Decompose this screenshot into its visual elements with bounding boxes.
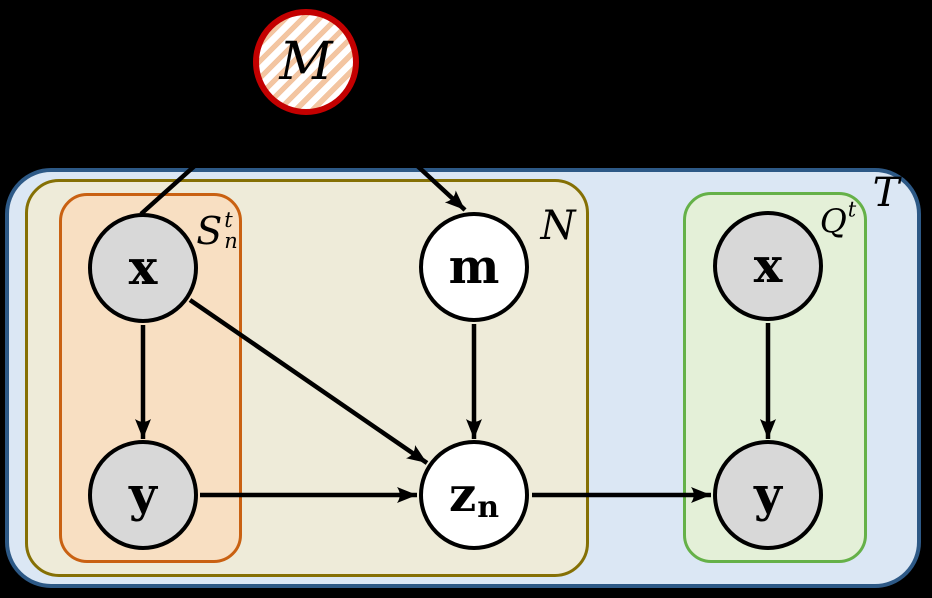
- node-y-left-label: y: [129, 467, 157, 523]
- plate-label-T: T: [873, 173, 900, 213]
- plate-S-supsub: t n: [224, 210, 238, 252]
- plate-S-letter: S: [196, 209, 223, 253]
- plate-S-sub: n: [224, 229, 238, 253]
- node-y-left: y: [88, 440, 198, 550]
- node-m-label: m: [448, 239, 500, 295]
- plate-Q-sup: t: [847, 197, 857, 222]
- plate-S-sup: t: [224, 208, 233, 232]
- plate-T-letter: T: [872, 170, 900, 216]
- node-y-right: y: [713, 440, 823, 550]
- plate-Q-letter: Q: [819, 201, 847, 241]
- node-x-right-label: x: [753, 238, 783, 294]
- node-y-right-label: y: [754, 467, 782, 523]
- node-x-left-label: x: [128, 240, 158, 296]
- node-m: m: [419, 212, 529, 322]
- plate-N-letter: N: [540, 203, 576, 249]
- node-x-left: x: [88, 213, 198, 323]
- node-x-right: x: [713, 211, 823, 321]
- plate-label-S: S t n: [196, 210, 238, 252]
- node-M-label: M: [279, 32, 333, 92]
- node-M: M: [253, 9, 359, 115]
- node-z: z n: [419, 440, 529, 550]
- node-z-label: z: [448, 467, 477, 523]
- plate-label-N: N: [541, 206, 576, 246]
- plate-label-Q: Q t: [819, 199, 857, 241]
- node-z-subscript: n: [477, 490, 500, 525]
